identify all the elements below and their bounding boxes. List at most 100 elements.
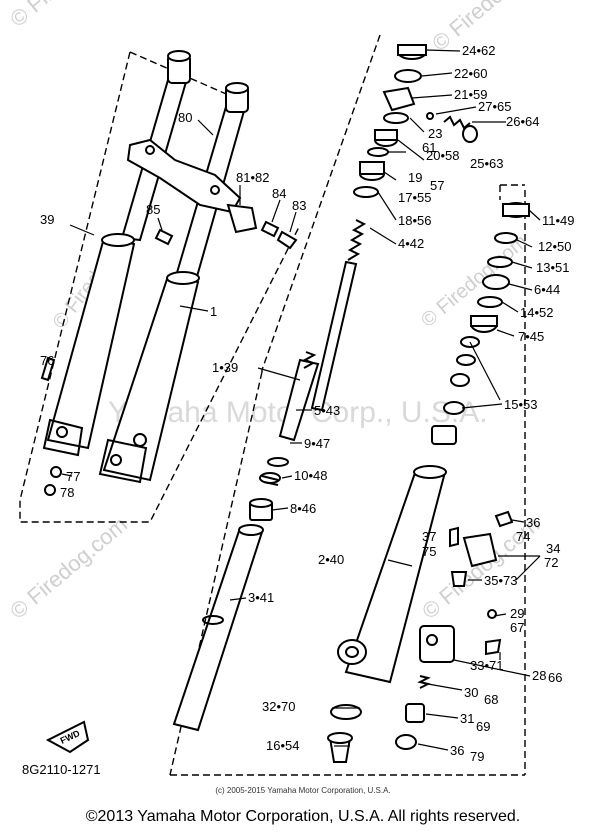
callout-36: 36 [526,515,540,530]
collar-31 [405,703,425,723]
callout-12-50: 12•50 [538,239,571,254]
left-fork-assembly [19,50,301,523]
bracket-28 [419,625,455,663]
callout-77: 77 [66,469,80,484]
callout-21-59: 21•59 [454,87,487,102]
inner-fork-tube [172,526,264,732]
callout-23: 23 [428,126,442,141]
callout-37: 37 [422,529,436,544]
adjuster-21 [382,86,416,112]
clip-36 [494,510,514,528]
callout-75: 75 [422,544,436,559]
callout-76: 76 [40,353,54,368]
callout-28: 28 [532,668,546,683]
callout-1: 1 [210,304,217,319]
callout-15-53: 15•53 [504,397,537,412]
steering-stem-clamp [226,203,258,234]
diagram-code: 8G2110-1271 [22,762,101,777]
callout-11-49: 11•49 [542,213,575,228]
callout-7-45: 7•45 [518,329,544,344]
callout-16-54: 16•54 [266,738,299,753]
seal-15-e [431,425,457,445]
copyright-notice: ©2013 Yamaha Motor Corporation, U.S.A. A… [85,808,521,825]
fork-spring [347,219,367,261]
fwd-arrow-icon: FWD [45,720,90,754]
bolt-35 [450,571,468,587]
callout-31: 31 [460,711,474,726]
callout-84: 84 [272,186,286,201]
screw-37 [449,526,459,548]
callout-25-63: 25•63 [470,156,503,171]
washer-13 [487,256,513,268]
seal-15-d [443,401,465,415]
callout-68: 68 [484,692,498,707]
callout-69: 69 [476,719,490,734]
callout-83: 83 [292,198,306,213]
bracket-34 [462,532,498,568]
watermark-top-left: © Firedog.com [5,0,132,32]
spring-26 [443,115,471,130]
callout-35-73: 35•73 [484,573,517,588]
callout-9-47: 9•47 [304,436,330,451]
callout-22-60: 22•60 [454,66,487,81]
callout-72: 72 [544,555,558,570]
bolt-85 [154,228,174,246]
callout-74: 74 [516,529,530,544]
callout-61: 61 [422,140,436,155]
callout-1-39: 1•39 [212,360,238,375]
nut-78 [44,484,56,496]
callout-67: 67 [510,620,524,635]
callout-6-44: 6•44 [534,282,560,297]
callout-85: 85 [146,202,160,217]
damper-ring-9 [267,457,289,467]
spring-rod [310,260,358,412]
bushing-6 [482,274,510,290]
cap-23 [383,112,409,124]
inner-parts-column [169,34,525,776]
callout-78: 78 [60,485,74,500]
bolt-76 [40,356,56,382]
callout-34: 34 [546,541,560,556]
callout-57: 57 [430,178,444,193]
callout-8-46: 8•46 [290,501,316,516]
callout-39: 39 [40,212,54,227]
washer-77 [50,466,62,478]
callout-3-41: 3•41 [248,590,274,605]
callout-66: 66 [548,670,562,685]
cap-22 [394,69,422,83]
callout-30: 30 [464,685,478,700]
callout-32-70: 32•70 [262,699,295,714]
ball-27 [426,112,434,120]
seal-15-c [450,373,470,387]
callout-20-58: 20•58 [426,148,459,163]
callout-18-56: 18•56 [398,213,431,228]
watermark-bottom-left: © Firedog.com [5,512,132,624]
o-ring-19 [367,147,389,157]
seal-15-b [456,354,476,366]
bolt-84 [260,220,280,238]
callout-19: 19 [408,170,422,185]
bolt-83 [276,230,298,250]
callout-27-65: 27•65 [478,99,511,114]
spacer-18 [353,186,379,198]
bolt-29 [487,609,497,619]
cap-36b [395,734,417,750]
callout-36b: 36 [450,743,464,758]
callout-80: 80 [178,110,192,125]
clip-12 [494,232,518,244]
callout-81-82: 81•82 [236,170,269,185]
callout-26-64: 26•64 [506,114,539,129]
callout-17-55: 17•55 [398,190,431,205]
callout-10-48: 10•48 [294,468,327,483]
ring-14 [477,296,503,308]
callout-2-40: 2•40 [318,552,344,567]
footer-small-copyright: (c) 2005-2015 Yamaha Motor Corporation, … [215,786,391,795]
bolt-33 [485,638,502,656]
inner-assembly-boundary [261,34,381,372]
right-fork-assembly [327,184,541,775]
spring-30 [417,675,431,689]
callout-29: 29 [510,606,524,621]
callout-5-43: 5•43 [314,403,340,418]
